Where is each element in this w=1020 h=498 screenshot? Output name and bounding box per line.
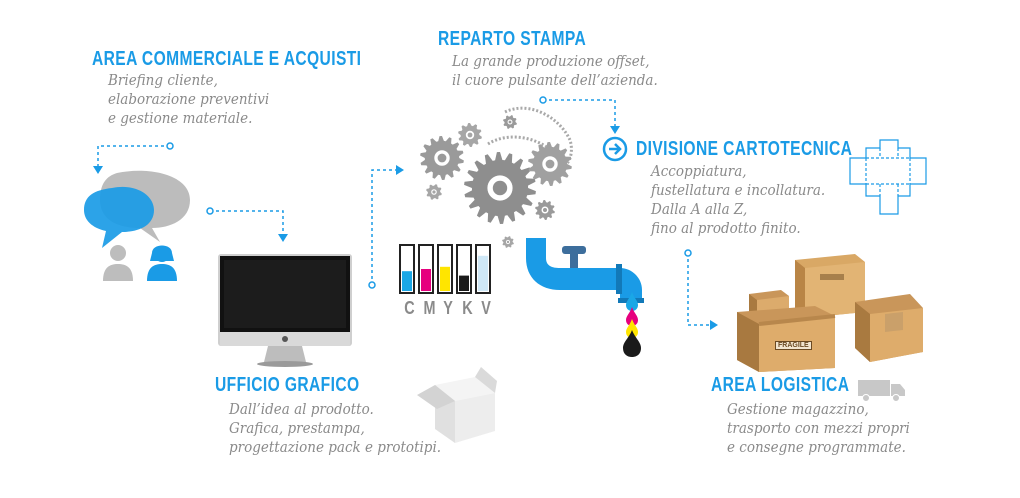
- cartotecnica-title: DIVISIONE CARTOTECNICA: [636, 138, 853, 160]
- drop-yellow: [626, 319, 638, 338]
- gear-small-top: [458, 123, 482, 147]
- logistica-line: e consegne programmate.: [727, 438, 906, 456]
- connector-stampa-cartotecnica: [543, 99, 616, 128]
- stampa-line: il cuore pulsante dell’azienda.: [452, 71, 658, 89]
- connector-monitor-gears: [371, 169, 398, 285]
- commerciale-line: elaborazione preventivi: [108, 90, 270, 108]
- arrow-head: [396, 165, 404, 175]
- ink-labels: C M Y K V: [398, 298, 498, 320]
- logistica-line: trasporto con mezzi propri: [727, 419, 910, 437]
- connector-dot: [166, 142, 174, 150]
- cartotecnica-description: Accoppiatura, fustellatura e incollatura…: [651, 162, 825, 238]
- gears-icon: [420, 106, 573, 248]
- gear-tiny-bottom: [502, 236, 514, 248]
- stampa-title: REPARTO STAMPA: [438, 28, 587, 50]
- connector-dot: [368, 281, 376, 289]
- connector-speech-monitor: [210, 210, 284, 236]
- gear-small-bottom: [535, 200, 555, 220]
- arrow-head: [610, 126, 620, 134]
- ink-bar-magenta: [418, 244, 434, 294]
- ink-label-k: K: [462, 298, 473, 318]
- cartotecnica-line: fustellatura e incollatura.: [651, 181, 826, 199]
- drop-black: [623, 330, 641, 357]
- ink-bar-varnish: [475, 244, 491, 294]
- gear-center: [464, 152, 536, 224]
- ink-bar-cyan: [399, 244, 415, 294]
- logistica-title: AREA LOGISTICA: [711, 374, 850, 396]
- connector-commerciale: [97, 145, 170, 168]
- cartotecnica-line: Accoppiatura,: [651, 162, 747, 180]
- stampa-description: La grande produzione offset, il cuore pu…: [452, 52, 658, 90]
- drop-magenta: [626, 307, 638, 326]
- open-box-icon: [417, 367, 497, 443]
- grafico-line: progettazione pack e prototipi.: [229, 438, 442, 456]
- gear-small-left: [426, 184, 442, 200]
- ink-label-v: V: [481, 298, 491, 318]
- cartotecnica-line: fino al prodotto finito.: [651, 219, 801, 237]
- fragile-label: FRAGILE: [775, 341, 812, 350]
- arrow-head: [710, 320, 718, 330]
- speech-bubbles-icon: [84, 170, 190, 248]
- grafico-line: Grafica, prestampa,: [229, 419, 365, 437]
- computer-monitor-icon: [218, 254, 352, 367]
- connector-cartotecnica-boxes: [687, 253, 712, 326]
- people-icon: [103, 245, 177, 281]
- drop-cyan: [626, 292, 638, 311]
- grafico-description: Dall’idea al prodotto. Grafica, prestamp…: [229, 400, 441, 457]
- ink-bars: [399, 244, 491, 294]
- ink-label-y: Y: [443, 298, 453, 318]
- ink-label-c: C: [404, 298, 415, 318]
- commerciale-title: AREA COMMERCIALE E ACQUISTI: [92, 48, 362, 70]
- truck-icon: [858, 380, 905, 402]
- commerciale-line: e gestione materiale.: [108, 109, 253, 127]
- commerciale-line: Briefing cliente,: [108, 71, 218, 89]
- logistica-description: Gestione magazzino, trasporto con mezzi …: [727, 400, 910, 457]
- grafico-line: Dall’idea al prodotto.: [229, 400, 374, 418]
- gear-right: [528, 142, 572, 186]
- logistica-line: Gestione magazzino,: [727, 400, 869, 418]
- connector-dot: [539, 96, 547, 104]
- ink-levels: C M Y K V: [398, 244, 498, 324]
- ink-bar-black: [456, 244, 472, 294]
- cartotecnica-line: Dalla A alla Z,: [651, 200, 748, 218]
- stampa-line: La grande produzione offset,: [452, 52, 650, 70]
- connector-dot: [684, 249, 692, 257]
- gear-tiny-top: [503, 115, 517, 129]
- grafico-title: UFFICIO GRAFICO: [215, 374, 360, 396]
- gear-large-left: [420, 136, 464, 180]
- ink-label-m: M: [423, 298, 436, 318]
- ink-bar-yellow: [437, 244, 453, 294]
- connector-dot: [206, 207, 214, 215]
- arrow-head: [278, 234, 288, 242]
- ink-drops: [623, 292, 641, 357]
- cardboard-boxes-icon: [737, 254, 923, 372]
- diecut-box-icon: [849, 139, 927, 215]
- arrow-circle-icon: [602, 136, 628, 162]
- arrow-head: [93, 166, 103, 174]
- commerciale-description: Briefing cliente, elaborazione preventiv…: [108, 71, 269, 128]
